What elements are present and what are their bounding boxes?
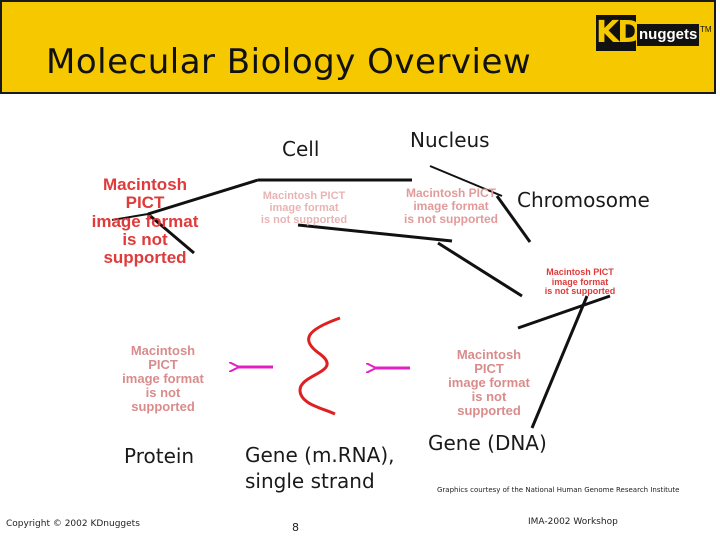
placeholder-line: is not supported	[131, 385, 195, 415]
connector-line	[147, 178, 259, 216]
connector-line	[437, 241, 523, 298]
placeholder-line: is not supported	[103, 230, 187, 268]
mrna-strand	[298, 316, 341, 416]
protein-image-placeholder: Macintosh PICT image format is not suppo…	[118, 343, 208, 415]
logo-kd: KD	[596, 15, 642, 51]
placeholder-line: image format	[448, 375, 530, 391]
placeholder-line: is not supported	[457, 389, 521, 419]
connector-line	[429, 165, 503, 197]
connector-line	[517, 294, 611, 330]
placeholder-line: image format	[122, 371, 204, 387]
slide-title: Molecular Biology Overview	[46, 42, 532, 82]
placeholder-line: Macintosh PICT	[262, 190, 346, 202]
label-chromosome: Chromosome	[517, 188, 650, 212]
logo-nuggets: nuggets	[637, 24, 699, 46]
placeholder-line: image format	[551, 276, 609, 287]
page-number: 8	[292, 521, 299, 534]
placeholder-line: is not supported	[260, 213, 348, 226]
placeholder-line: is not supported	[544, 286, 616, 297]
chromosome-image-placeholder: Macintosh PICT image format is not suppo…	[536, 267, 624, 297]
chromosome-set-image-placeholder: Macintosh PICT image format is not suppo…	[404, 187, 498, 226]
logo-trademark: TM	[700, 25, 712, 34]
connector-line	[147, 212, 195, 255]
nucleus-image-placeholder: Macintosh PICT image format is not suppo…	[259, 190, 349, 227]
graphics-credit: Graphics courtesy of the National Human …	[437, 486, 680, 494]
placeholder-line: Macintosh PICT	[102, 175, 188, 213]
connector-line	[530, 295, 589, 429]
label-gene-mrna: Gene (m.RNA), single strand	[245, 442, 394, 494]
placeholder-line: is not supported	[404, 211, 498, 226]
connector-line	[297, 223, 453, 243]
label-gene-mrna-line2: single strand	[245, 469, 375, 493]
label-gene-dna: Gene (DNA)	[428, 431, 547, 455]
copyright: Copyright © 2002 KDnuggets	[6, 519, 140, 529]
gene-dna-image-placeholder: Macintosh PICT image format is not suppo…	[444, 347, 534, 419]
label-nucleus: Nucleus	[410, 128, 490, 152]
placeholder-line: Macintosh PICT	[130, 343, 196, 373]
label-cell: Cell	[282, 137, 320, 161]
connector-line	[111, 213, 149, 221]
placeholder-line: Macintosh PICT	[546, 267, 614, 277]
placeholder-line: image format	[91, 211, 199, 231]
label-protein: Protein	[124, 444, 195, 468]
placeholder-line: image format	[413, 198, 489, 213]
placeholder-line: image format	[269, 201, 339, 214]
label-gene-mrna-line1: Gene (m.RNA),	[245, 443, 395, 467]
cell-image-placeholder: Macintosh PICT image format is not suppo…	[90, 175, 200, 268]
connector-line	[495, 195, 532, 243]
kdnuggets-logo: KD nuggets TM	[596, 15, 712, 51]
placeholder-line: Macintosh PICT	[456, 347, 522, 377]
title-bar: Molecular Biology Overview KD nuggets TM	[0, 0, 716, 94]
placeholder-line: Macintosh PICT	[405, 186, 496, 200]
event-name: IMA-2002 Workshop	[528, 517, 618, 527]
